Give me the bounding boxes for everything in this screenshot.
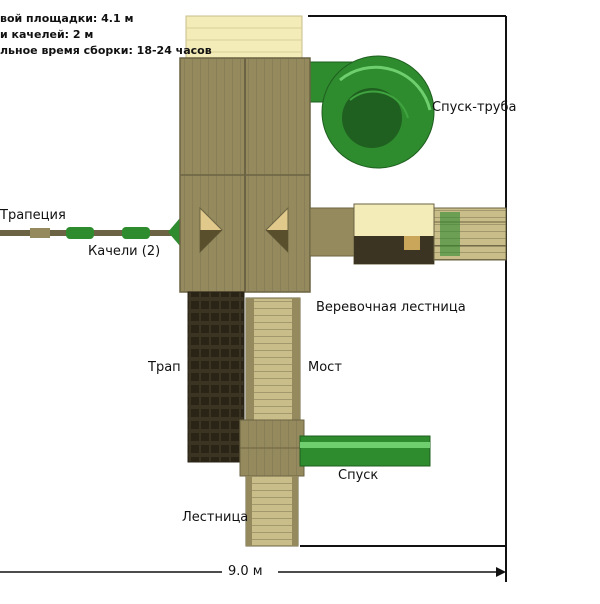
spec-swing-height: и качелей: 2 м bbox=[0, 28, 94, 41]
spec-assembly-time: льное время сборки: 18-24 часов bbox=[0, 44, 212, 57]
tube-slide bbox=[309, 55, 435, 169]
label-tube-slide: Спуск-труба bbox=[432, 100, 517, 115]
label-trapeze: Трапеция bbox=[0, 208, 66, 223]
label-ramp: Трап bbox=[148, 360, 181, 375]
label-rope-ladder: Веревочная лестница bbox=[316, 300, 466, 315]
dimension-frame bbox=[0, 15, 507, 582]
ladder bbox=[245, 475, 299, 547]
label-bridge: Мост bbox=[308, 360, 342, 375]
spec-platform-height: вой площадки: 4.1 м bbox=[0, 12, 134, 25]
right-deck bbox=[309, 203, 507, 265]
main-tower bbox=[179, 57, 311, 293]
label-ladder: Лестница bbox=[182, 510, 249, 525]
label-slide: Спуск bbox=[338, 468, 379, 483]
lower-platform bbox=[239, 419, 305, 477]
label-width: 9.0 м bbox=[228, 564, 263, 579]
straight-slide bbox=[299, 435, 431, 467]
bridge bbox=[245, 297, 301, 423]
label-swings: Качели (2) bbox=[88, 244, 161, 259]
swing-beam bbox=[0, 218, 180, 246]
ramp bbox=[187, 291, 245, 463]
